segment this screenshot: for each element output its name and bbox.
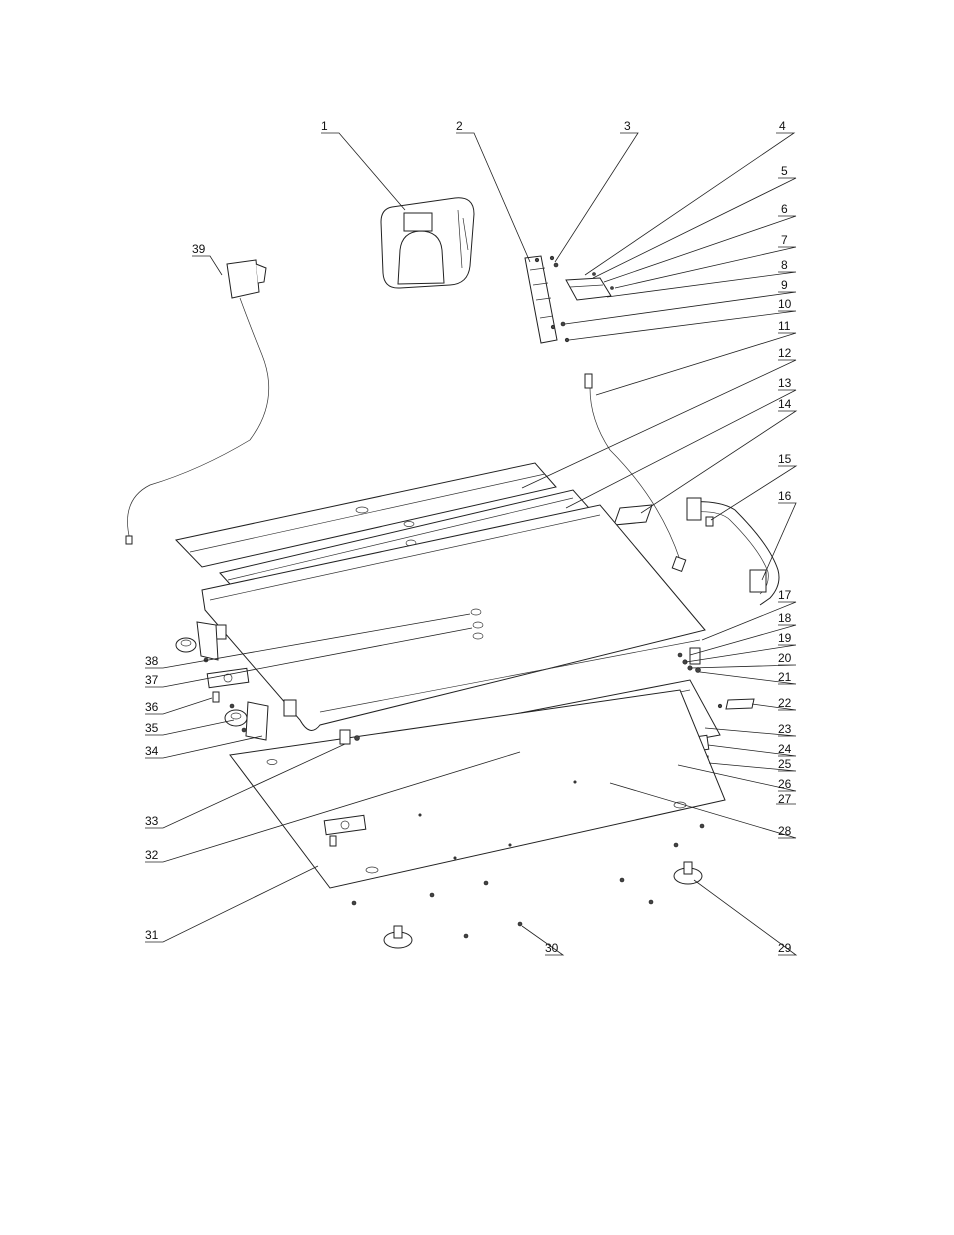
callout-33: 33: [145, 814, 159, 828]
mounting-bracket: [525, 256, 558, 343]
callout-2: 2: [456, 119, 463, 133]
callout-5: 5: [781, 164, 788, 178]
callout-31: 31: [145, 928, 159, 942]
handle: [687, 498, 779, 605]
callout-37: 37: [145, 673, 159, 687]
callout-9: 9: [781, 278, 788, 292]
leveling-feet: [384, 862, 702, 948]
callout-13: 13: [778, 376, 792, 390]
callout-22: 22: [778, 696, 792, 710]
callout-29: 29: [778, 941, 792, 955]
callout-36: 36: [145, 700, 159, 714]
indicator-head: [381, 198, 474, 288]
bracket-plate: [561, 273, 614, 342]
callout-11: 11: [778, 319, 791, 333]
callout-35: 35: [145, 721, 159, 735]
small-bar: [718, 699, 754, 709]
callout-18: 18: [778, 611, 792, 625]
callout-38: 38: [145, 654, 159, 668]
callout-23: 23: [778, 722, 792, 736]
callout-24: 24: [778, 742, 792, 756]
callout-27: 27: [778, 792, 792, 806]
callout-20: 20: [778, 651, 792, 665]
callout-8: 8: [781, 258, 788, 272]
callout-3: 3: [624, 119, 631, 133]
callout-26: 26: [778, 777, 792, 791]
callout-4: 4: [779, 119, 786, 133]
callout-1: 1: [321, 119, 328, 133]
callout-19: 19: [778, 631, 792, 645]
callout-6: 6: [781, 202, 788, 216]
callout-14: 14: [778, 397, 792, 411]
callout-16: 16: [778, 489, 792, 503]
callout-34: 34: [145, 744, 159, 758]
callout-21: 21: [778, 670, 792, 684]
callout-28: 28: [778, 824, 792, 838]
callout-30: 30: [545, 941, 559, 955]
power-adapter: [126, 260, 269, 544]
callout-32: 32: [145, 848, 159, 862]
callout-12: 12: [778, 346, 792, 360]
callout-25: 25: [778, 757, 792, 771]
callout-15: 15: [778, 452, 792, 466]
callout-39: 39: [192, 242, 206, 256]
callout-7: 7: [781, 233, 788, 247]
callout-17: 17: [778, 588, 792, 602]
callout-10: 10: [778, 297, 792, 311]
